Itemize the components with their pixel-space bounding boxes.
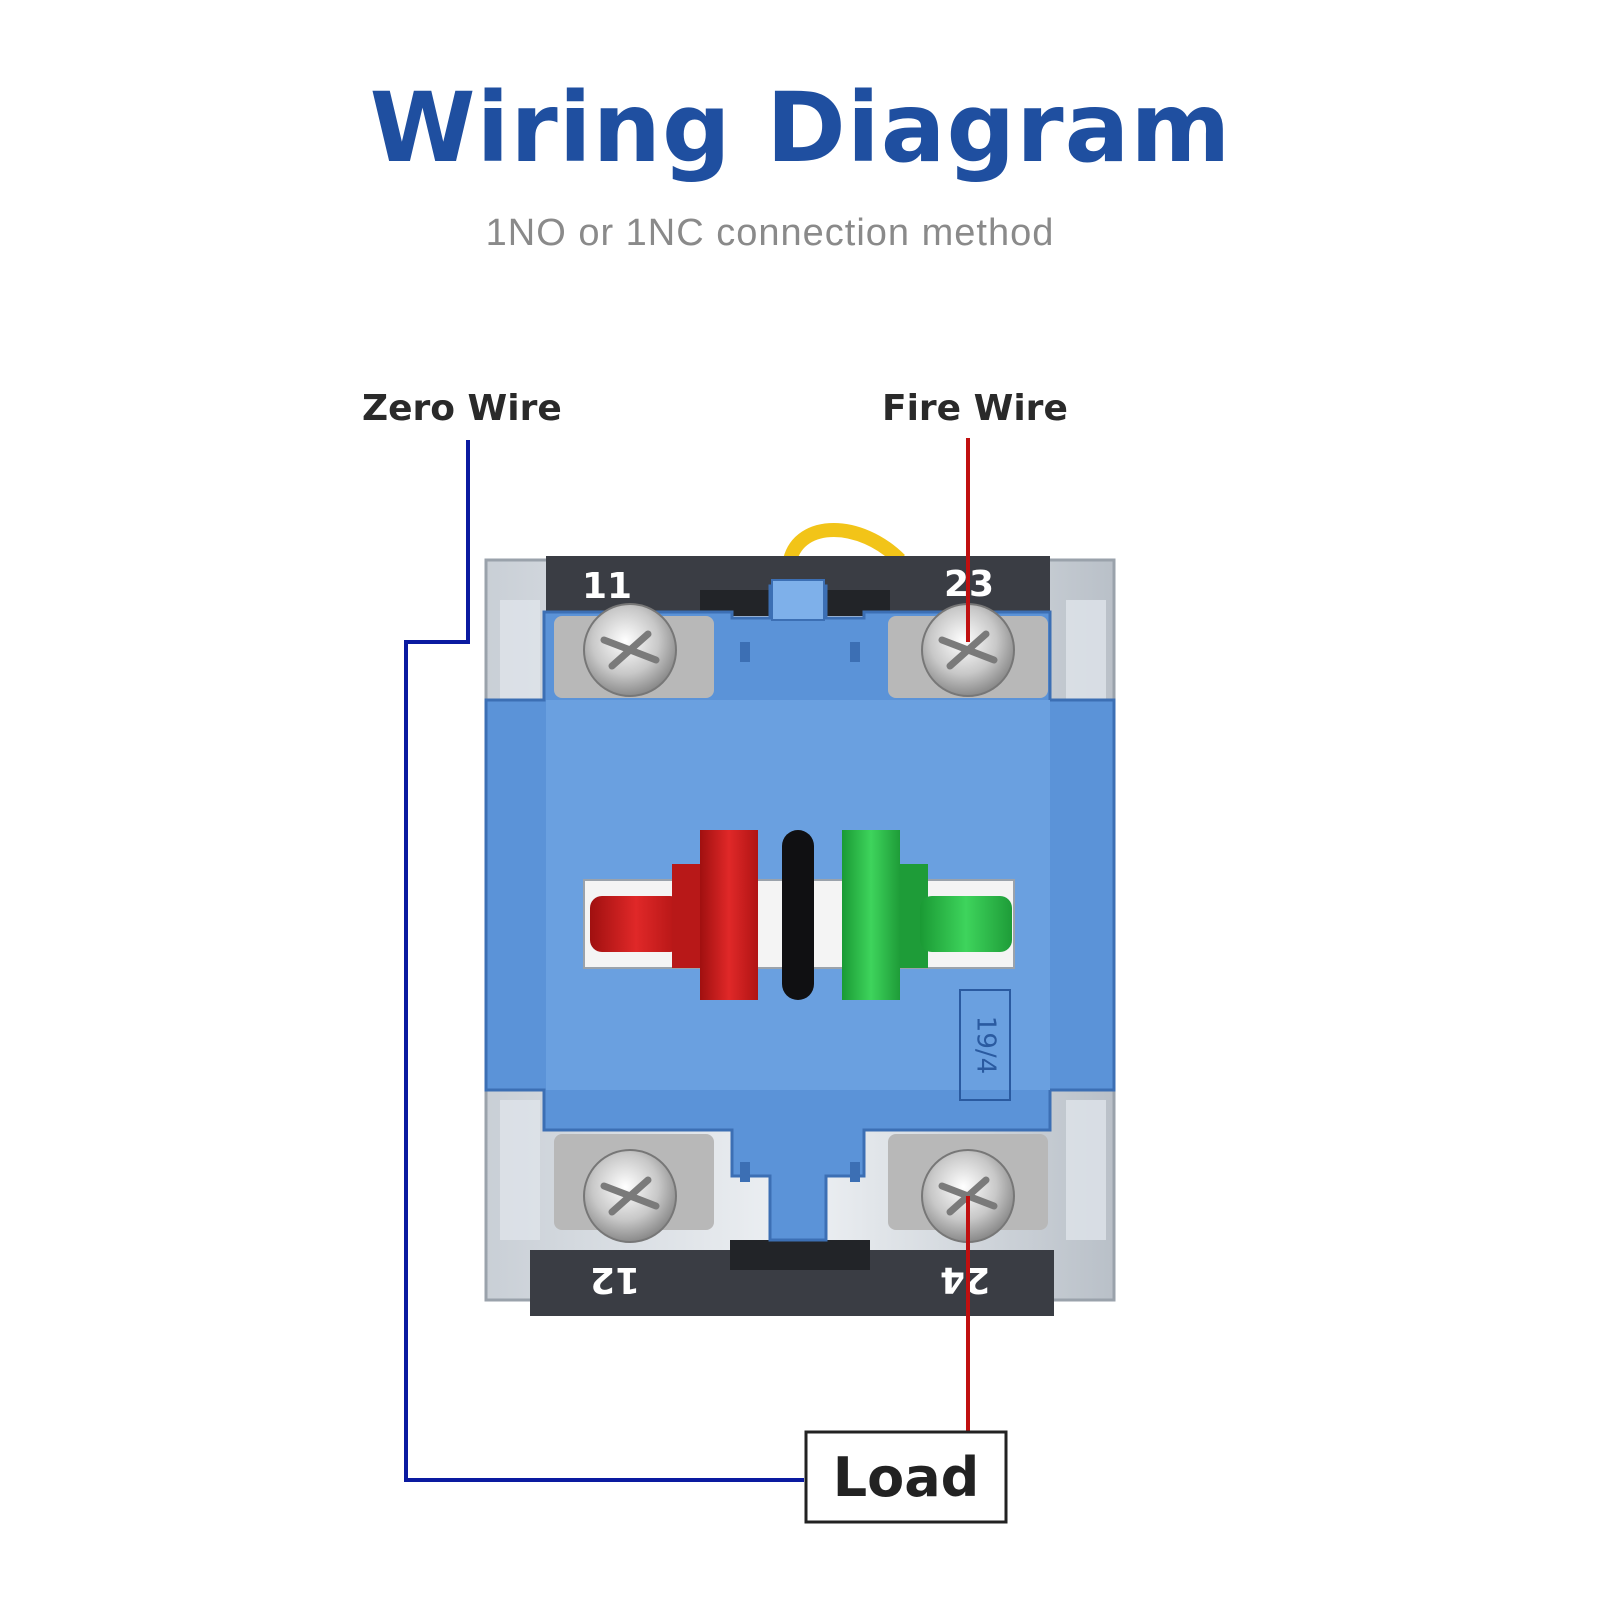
module-stamp-box xyxy=(959,989,1011,1101)
module-clip xyxy=(740,642,750,662)
page-title: Wiring Diagram xyxy=(369,72,1232,184)
module-clip xyxy=(850,642,860,662)
screw-terminal-12 xyxy=(554,1134,714,1243)
no-plunger xyxy=(920,896,1012,952)
screw-terminal-24 xyxy=(888,1134,1048,1243)
housing-ridge xyxy=(1066,1100,1106,1240)
module-stamp: 19/4 xyxy=(971,1016,1001,1074)
module-top-tab xyxy=(771,579,825,621)
terminal-11-label: 11 xyxy=(582,566,632,607)
screw-terminal-11 xyxy=(554,603,714,698)
housing-ridge xyxy=(500,1100,540,1240)
module-clip xyxy=(850,1162,860,1182)
terminal-24-label: 24 xyxy=(940,1259,990,1300)
zero-wire xyxy=(404,440,804,1482)
nc-plunger xyxy=(590,896,682,952)
spring-wire xyxy=(783,523,905,566)
load-label: Load xyxy=(833,1446,980,1509)
page-subtitle: 1NO or 1NC connection method xyxy=(485,212,1055,254)
nc-indicator xyxy=(700,830,758,1000)
nc-plunger-collar xyxy=(672,864,700,968)
no-indicator xyxy=(842,830,900,1000)
bottom-strip-notch xyxy=(730,1240,870,1270)
terminal-12-label: 12 xyxy=(590,1259,640,1300)
zero-wire-label: Zero Wire xyxy=(362,388,562,429)
screw-terminal-23 xyxy=(888,603,1048,698)
load-box xyxy=(804,1430,1008,1524)
module-clip xyxy=(740,1162,750,1182)
center-slot xyxy=(782,830,814,1000)
fire-wire-label: Fire Wire xyxy=(882,388,1068,429)
